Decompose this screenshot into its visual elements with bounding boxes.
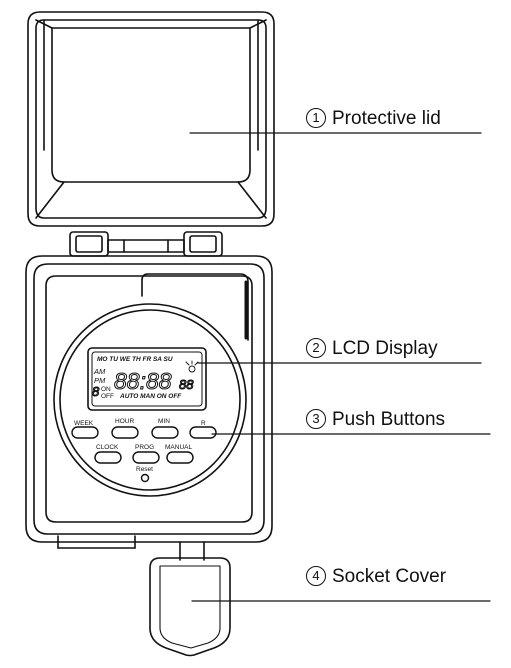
callout-label: Socket Cover xyxy=(332,566,447,587)
reset-button[interactable] xyxy=(140,473,150,483)
callout-label: Protective lid xyxy=(332,108,441,129)
leader-lines xyxy=(189,132,491,602)
lcd-am: AM xyxy=(93,367,106,376)
week-button[interactable] xyxy=(71,426,99,439)
callout-push-buttons: 3 Push Buttons xyxy=(306,409,445,431)
socket-cover xyxy=(149,541,231,657)
lcd-digits: 88:88 xyxy=(114,368,172,394)
callout-lcd-display: 2 LCD Display xyxy=(306,338,438,360)
r-button-label: R xyxy=(201,420,206,427)
housing xyxy=(25,255,273,549)
callout-label: Push Buttons xyxy=(332,409,446,430)
callout-number: 2 xyxy=(306,338,326,358)
lcd-display xyxy=(87,347,207,411)
week-button-label: WEEK xyxy=(74,420,94,427)
lcd-off: OFF xyxy=(101,393,114,400)
callout-protective-lid: 1 Protective lid xyxy=(306,108,441,130)
reset-button-label: Reset xyxy=(136,466,153,473)
manual-button[interactable] xyxy=(166,451,194,464)
prog-button[interactable] xyxy=(132,451,160,464)
lcd-modes: AUTO MAN ON OFF xyxy=(119,393,182,400)
callout-number: 3 xyxy=(306,409,326,429)
prog-button-label: PROG xyxy=(135,444,154,451)
lcd-days: MO TU WE TH FR SA SU xyxy=(97,356,173,363)
lcd-on: ON xyxy=(101,386,111,393)
lcd-digit-small: 8 xyxy=(92,384,100,399)
clock-button-label: CLOCK xyxy=(96,444,119,451)
lcd-pm: PM xyxy=(94,376,106,385)
protective-lid xyxy=(27,11,275,227)
lcd-seconds: 88 xyxy=(179,377,194,392)
min-button-label: MIN xyxy=(158,418,170,425)
r-button[interactable] xyxy=(189,426,217,439)
hour-button[interactable] xyxy=(111,426,139,439)
dial xyxy=(53,303,247,497)
callout-number: 1 xyxy=(306,108,326,128)
callout-number: 4 xyxy=(306,566,326,586)
clock-button[interactable] xyxy=(94,451,122,464)
hinge-assembly xyxy=(69,231,223,257)
hour-button-label: HOUR xyxy=(115,418,134,425)
callout-label: LCD Display xyxy=(332,338,438,359)
manual-button-label: MANUAL xyxy=(165,444,192,451)
lcd-symbol-icon xyxy=(185,360,199,373)
min-button[interactable] xyxy=(151,426,179,439)
callout-socket-cover: 4 Socket Cover xyxy=(306,566,446,588)
push-buttons xyxy=(71,426,217,483)
